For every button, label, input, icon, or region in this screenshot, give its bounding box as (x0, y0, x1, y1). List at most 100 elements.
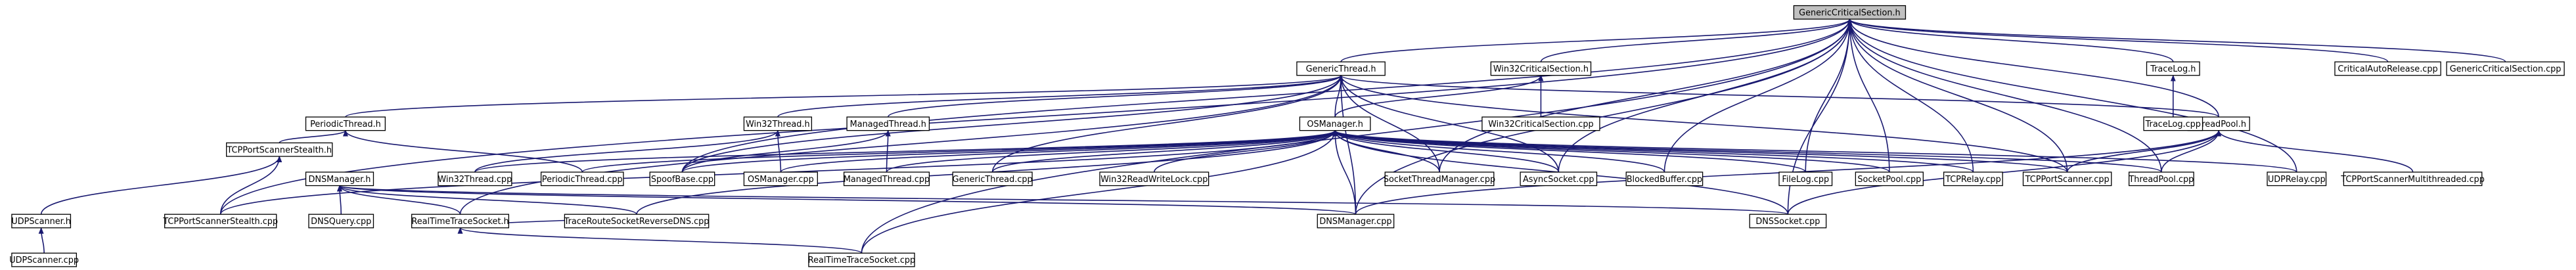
edge-tcpstealth_cpp-to-tcpstealth_h (219, 156, 282, 215)
node-label: TCPPortScanner.cpp (2025, 175, 2110, 185)
node-box (2267, 171, 2327, 187)
node-label: TraceLog.h (2150, 64, 2196, 74)
node-osmanager_cpp[interactable]: OSManager.cpp (743, 171, 818, 187)
edge-dnsmanager_cpp-to-osmanager_h (1332, 129, 1357, 215)
node-threadpool_h[interactable]: ThreadPool.h (2187, 116, 2250, 131)
edge-trsrdns_cpp-to-dnsmanager_h (337, 185, 637, 215)
node-label: TraceRouteSocketReverseDNS.cpp (564, 217, 710, 227)
node-box (1490, 61, 1592, 76)
edge-managed_cpp-to-osmanager_h (886, 129, 1338, 173)
node-label: Win32Thread.h (746, 120, 809, 129)
node-w32rwlock_cpp[interactable]: Win32ReadWriteLock.cpp (1099, 171, 1209, 187)
node-label: FileLog.cpp (1782, 175, 1829, 185)
node-label: UDPScanner.cpp (9, 256, 79, 265)
node-label: TCPPortScannerStealth.cpp (162, 217, 278, 227)
edge-gcs_cpp-to-gcs_h (1847, 18, 2506, 62)
node-dnsmanager_cpp[interactable]: DNSManager.cpp (1317, 214, 1395, 229)
node-blocked_cpp[interactable]: BlockedBuffer.cpp (1625, 171, 1704, 187)
edge-rtts_cpp-to-osmanager_h (861, 129, 1338, 254)
node-gthread_cpp[interactable]: GenericThread.cpp (952, 171, 1033, 187)
node-udpscanner_cpp[interactable]: UDPScanner.cpp (9, 252, 79, 267)
node-box (11, 214, 72, 229)
edge-rtts_cpp-to-rtts_h (457, 227, 863, 254)
node-box (540, 171, 624, 187)
node-managed_cpp[interactable]: ManagedThread.cpp (844, 171, 930, 187)
edge-w32thread_cpp-to-osmanager_h (474, 129, 1338, 173)
node-label: GenericThread.h (1306, 64, 1376, 74)
node-gthread_h[interactable]: GenericThread.h (1296, 61, 1386, 76)
edge-tcpscanner_cpp-to-gthread_h (1338, 74, 2068, 173)
node-dnsquery_cpp[interactable]: DNSQuery.cpp (308, 214, 374, 229)
node-tcpstealth_cpp[interactable]: TCPPortScannerStealth.cpp (162, 214, 278, 229)
node-managed_h[interactable]: ManagedThread.h (846, 116, 930, 131)
edge-dnsmanager_cpp-to-dnsmanager_h (337, 185, 1357, 215)
node-label: ThreadPool.cpp (2128, 175, 2194, 185)
edge-w32thread_h-to-gthread_h (777, 74, 1344, 118)
node-spoofbase_cpp[interactable]: SpoofBase.cpp (649, 171, 715, 187)
node-box (438, 171, 512, 187)
edge-udpscanner_h-to-tcpstealth_h (40, 156, 282, 215)
node-box (1384, 171, 1495, 187)
edge-rtts_h-to-dnsmanager_h (337, 185, 461, 215)
node-w32cs_h[interactable]: Win32CriticalSection.h (1490, 61, 1592, 76)
node-dnssocket_cpp[interactable]: DNSSocket.cpp (1749, 214, 1827, 229)
node-tcprelay_cpp[interactable]: TCPRelay.cpp (1943, 171, 2003, 187)
node-periodic_h[interactable]: PeriodicThread.h (305, 116, 386, 131)
node-label: UDPScanner.h (11, 217, 71, 227)
node-rtts_cpp[interactable]: RealTimeTraceSocket.cpp (808, 252, 915, 267)
edge-dnsmanager_cpp-to-gthread_h (1338, 74, 1357, 215)
node-w32thread_cpp[interactable]: Win32Thread.cpp (438, 171, 512, 187)
node-box (743, 116, 813, 131)
node-tracelog_h[interactable]: TraceLog.h (2146, 61, 2200, 76)
node-tracelog_cpp[interactable]: TraceLog.cpp (2143, 116, 2203, 131)
node-gcs_cpp[interactable]: GenericCriticalSection.cpp (2446, 61, 2565, 76)
node-box (2143, 116, 2203, 131)
node-w32cs_cpp[interactable]: Win32CriticalSection.cpp (1481, 116, 1600, 131)
node-label: UDPRelay.cpp (2268, 175, 2326, 185)
node-async_cpp[interactable]: AsyncSocket.cpp (1520, 171, 1598, 187)
node-box (1481, 116, 1600, 131)
node-gcs_h[interactable]: GenericCriticalSection.h (1793, 5, 1907, 20)
node-udpscanner_h[interactable]: UDPScanner.h (11, 214, 72, 229)
node-box (1296, 61, 1386, 76)
node-box (649, 171, 715, 187)
node-tcpscanner_cpp[interactable]: TCPPortScanner.cpp (2022, 171, 2112, 187)
node-label: Win32CriticalSection.cpp (1488, 120, 1593, 129)
node-periodic_cpp[interactable]: PeriodicThread.cpp (540, 171, 624, 187)
node-box (743, 171, 818, 187)
node-label: SocketPool.cpp (1857, 175, 1921, 185)
node-box (226, 142, 333, 157)
edge-periodic_cpp-to-periodic_h (343, 129, 583, 173)
node-osmanager_h[interactable]: OSManager.h (1299, 116, 1371, 131)
node-label: OSManager.cpp (748, 175, 814, 185)
edge-dnssocket_cpp-to-dnsmanager_h (337, 185, 1789, 215)
node-socketpool_cpp[interactable]: SocketPool.cpp (1855, 171, 1924, 187)
node-filelog_cpp[interactable]: FileLog.cpp (1778, 171, 1833, 187)
node-label: PeriodicThread.h (310, 120, 381, 129)
edge-dnssocket_cpp-to-threadpool_h (1787, 129, 2222, 215)
node-w32thread_h[interactable]: Win32Thread.h (743, 116, 813, 131)
node-tcpmulti_cpp[interactable]: TCPPortScannerMultithreaded.cpp (2340, 171, 2485, 187)
node-udprelay_cpp[interactable]: UDPRelay.cpp (2267, 171, 2327, 187)
edge-spoofbase_cpp-to-managed_h (681, 129, 891, 173)
node-stm_cpp[interactable]: SocketThreadManager.cpp (1384, 171, 1495, 187)
edge-gthread_cpp-to-gthread_h (991, 74, 1344, 173)
node-label: DNSSocket.cpp (1755, 217, 1820, 227)
node-car_cpp[interactable]: CriticalAutoRelease.cpp (2334, 61, 2441, 76)
node-label: Win32ReadWriteLock.cpp (1100, 175, 1208, 185)
node-threadpool_cpp[interactable]: ThreadPool.cpp (2128, 171, 2194, 187)
node-tcpstealth_h[interactable]: TCPPortScannerStealth.h (226, 142, 333, 157)
edge-tcpscanner_cpp-to-threadpool_h (2066, 129, 2222, 173)
node-dnsmanager_h[interactable]: DNSManager.h (305, 171, 374, 187)
node-box (1793, 5, 1907, 20)
node-box (164, 214, 277, 229)
node-box (1778, 171, 1833, 187)
edge-tcpstealth_h-to-periodic_h (279, 129, 348, 144)
node-label: SocketThreadManager.cpp (1384, 175, 1495, 185)
node-rtts_h[interactable]: RealTimeTraceSocket.h (411, 214, 510, 229)
node-trsrdns_cpp[interactable]: TraceRouteSocketReverseDNS.cpp (564, 214, 710, 229)
node-box (1749, 214, 1827, 229)
node-box (2343, 171, 2483, 187)
edge-spoofbase_cpp-to-gcs_h (681, 18, 1853, 173)
